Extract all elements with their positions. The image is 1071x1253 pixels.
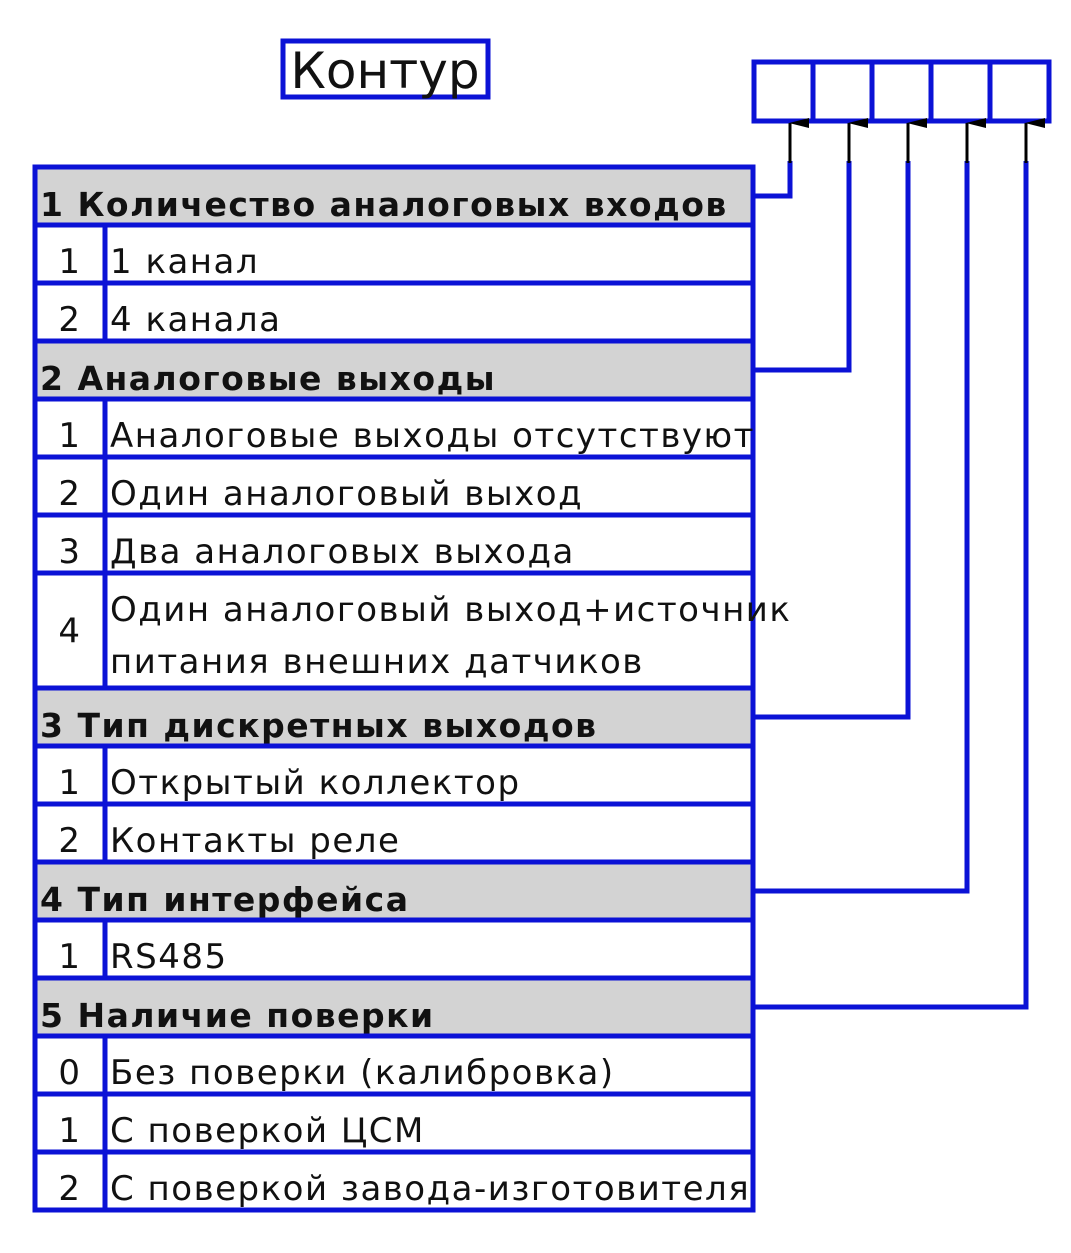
option-cell <box>32 454 756 518</box>
option-cell <box>32 1149 756 1213</box>
option-row: 2 Один аналоговый выход <box>32 454 756 518</box>
section-3: 3 Тип дискретных выходов 1 Открытый коллек… <box>32 685 756 865</box>
option-label: 4 канала <box>110 300 281 340</box>
option-cell <box>32 396 756 460</box>
connector-line <box>753 161 793 199</box>
option-label: С поверкой завода-изготовителя <box>110 1169 750 1209</box>
section-header <box>32 685 756 749</box>
code-boxes <box>751 59 1052 124</box>
option-label: Два аналоговых выхода <box>110 532 575 572</box>
option-cell <box>32 1091 756 1155</box>
option-code: 3 <box>58 532 81 572</box>
title-box: Контур <box>280 38 491 100</box>
option-row: 1 1 канал <box>32 222 756 286</box>
connector-5 <box>753 118 1045 1010</box>
code-box-1 <box>751 59 816 124</box>
section-4: 4 Тип интерфейса 1 RS485 <box>32 859 756 981</box>
connector-line <box>753 161 1029 1010</box>
section-title: 3 Тип дискретных выходов <box>40 706 598 745</box>
section-5: 5 Наличие поверки 0 Без поверки (калибровк… <box>32 975 756 1213</box>
option-code: 1 <box>58 1111 81 1151</box>
section-title: 4 Тип интерфейса <box>40 880 410 919</box>
option-row: 1 Аналоговые выходы отсутствуют <box>32 396 756 460</box>
option-cell <box>32 222 756 286</box>
option-code: 2 <box>58 1169 81 1209</box>
option-row: 2 4 канала <box>32 280 756 344</box>
option-label: питания внешних датчиков <box>110 642 644 682</box>
code-box-3 <box>869 59 934 124</box>
section-title: 1 Количество аналоговых входов <box>40 185 728 224</box>
connector-2 <box>753 118 868 373</box>
option-code: 1 <box>58 937 81 977</box>
option-label: С поверкой ЦСМ <box>110 1111 425 1151</box>
title-frame <box>280 38 491 100</box>
section-title: 2 Аналоговые выходы <box>40 359 496 398</box>
connectors <box>753 118 1045 1010</box>
option-row: 1 С поверкой ЦСМ <box>32 1091 756 1155</box>
option-code: 1 <box>58 242 81 282</box>
option-label: Аналоговые выходы отсутствуют <box>110 416 755 456</box>
option-row: 0 Без поверки (калибровка) <box>32 1033 756 1097</box>
connector-4 <box>753 118 986 894</box>
section-header <box>32 975 756 1039</box>
option-label: Один аналоговый выход <box>110 474 583 514</box>
connector-line <box>753 161 911 720</box>
option-label: Один аналоговый выход+источник <box>110 590 791 630</box>
connector-1 <box>753 118 809 199</box>
option-code: 1 <box>58 763 81 803</box>
option-label: 1 канал <box>110 242 259 282</box>
code-box-4 <box>928 59 993 124</box>
section-header <box>32 164 756 228</box>
option-row: 2 Контакты реле <box>32 801 756 865</box>
option-row: 3 Два аналоговых выхода <box>32 512 756 576</box>
option-label: Открытый коллектор <box>110 763 521 803</box>
option-code: 1 <box>58 416 81 456</box>
option-code: 2 <box>58 821 81 861</box>
option-code: 2 <box>58 300 81 340</box>
option-label: Контакты реле <box>110 821 400 861</box>
connector-line <box>753 161 852 373</box>
option-row: 4 Один аналоговый выход+источник питания в… <box>32 570 791 691</box>
section-2: 2 Аналоговые выходы 1 Аналоговые выходы от… <box>32 338 791 691</box>
option-row: 2 С поверкой завода-изготовителя <box>32 1149 756 1213</box>
option-code: 2 <box>58 474 81 514</box>
section-title: 5 Наличие поверки <box>40 996 435 1035</box>
code-box-2 <box>810 59 875 124</box>
option-cell <box>32 570 756 691</box>
diagram-title: Контур <box>290 42 479 100</box>
option-label: Без поверки (калибровка) <box>110 1053 615 1093</box>
code-box-5 <box>987 59 1052 124</box>
option-code: 0 <box>58 1053 81 1093</box>
option-row: 1 RS485 <box>32 917 756 981</box>
connector-3 <box>753 118 927 720</box>
option-row: 1 Открытый коллектор <box>32 743 756 807</box>
connector-line <box>753 161 970 894</box>
option-code: 4 <box>58 612 81 652</box>
option-label: RS485 <box>110 937 228 977</box>
